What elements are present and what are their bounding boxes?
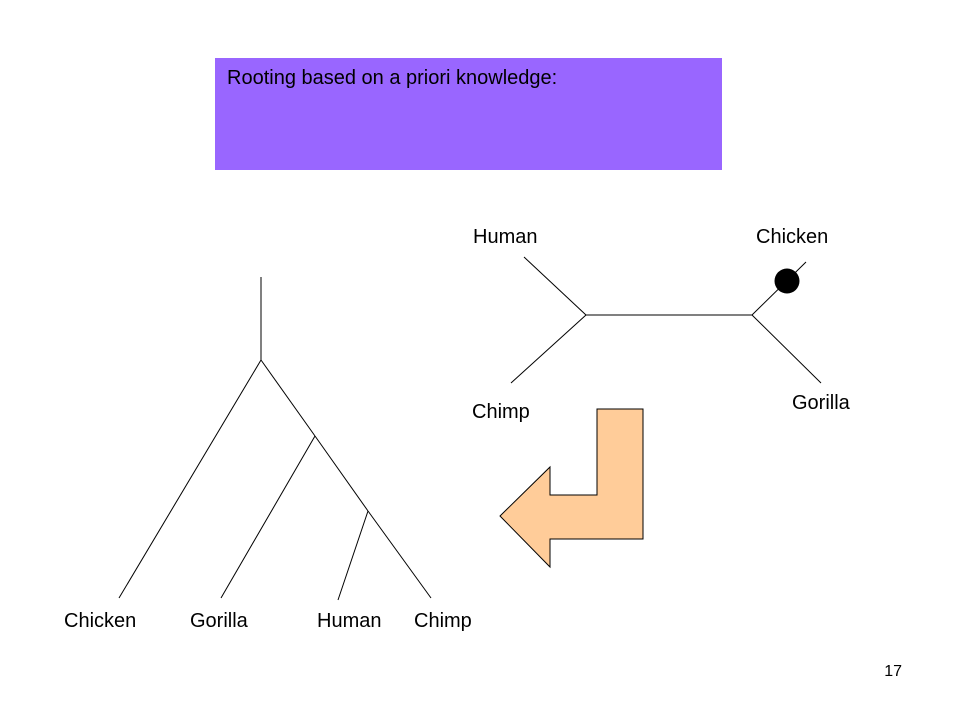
rooted-leaf-label: Chimp: [414, 610, 472, 632]
rooted-branch-chicken: [118, 359, 262, 599]
unrooted-branch-chimp: [510, 314, 587, 384]
root-marker-icon: [774, 268, 800, 294]
rooted-branch-right-lower: [314, 435, 369, 512]
rooted-branch-human: [337, 510, 369, 601]
bent-arrow-icon: [499, 408, 644, 569]
rooted-leaf-label: Human: [317, 610, 382, 632]
unrooted-label-chicken: Chicken: [756, 226, 829, 248]
rooted-leaf-label: Gorilla: [190, 610, 248, 632]
unrooted-label-chimp: Chimp: [472, 401, 530, 423]
unrooted-label-gorilla: Gorilla: [792, 392, 850, 414]
page-number: 17: [884, 663, 902, 680]
rooted-branch-chimp: [367, 510, 432, 599]
unrooted-label-human: Human: [473, 226, 538, 248]
rooted-branch-gorilla: [220, 435, 316, 599]
unrooted-branch-human: [523, 256, 587, 316]
unrooted-tree: [510, 256, 822, 384]
rooted-leaf-label: Chicken: [64, 610, 137, 632]
slide-title: Rooting based on a priori knowledge:: [227, 67, 558, 89]
rooted-branch-right: [260, 359, 316, 437]
title-box: Rooting based on a priori knowledge:: [215, 58, 722, 170]
rooted-tree: [118, 277, 432, 601]
unrooted-branch-gorilla: [751, 314, 822, 384]
